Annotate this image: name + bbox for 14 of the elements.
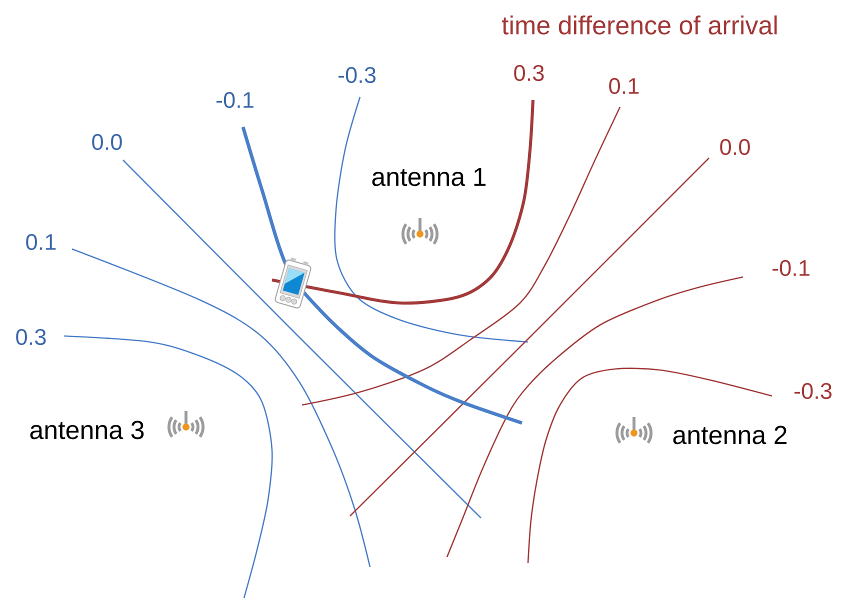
value-label: 0.3 — [16, 328, 46, 346]
antenna-label: antenna 3 — [30, 420, 144, 440]
value-label: 0.3 — [514, 64, 544, 82]
value-label: -0.3 — [338, 66, 376, 84]
value-label: 0.1 — [26, 234, 56, 250]
antenna-label: antenna 1 — [372, 168, 486, 186]
value-label: -0.3 — [794, 382, 832, 400]
value-label: -0.1 — [216, 92, 254, 108]
value-label: 0.0 — [720, 138, 750, 156]
value-label: -0.1 — [772, 260, 810, 276]
antenna-label: antenna 2 — [673, 426, 786, 444]
value-label: 0.1 — [609, 78, 639, 94]
value-label: 0.0 — [92, 134, 122, 150]
title: time difference of arrival — [502, 15, 777, 35]
